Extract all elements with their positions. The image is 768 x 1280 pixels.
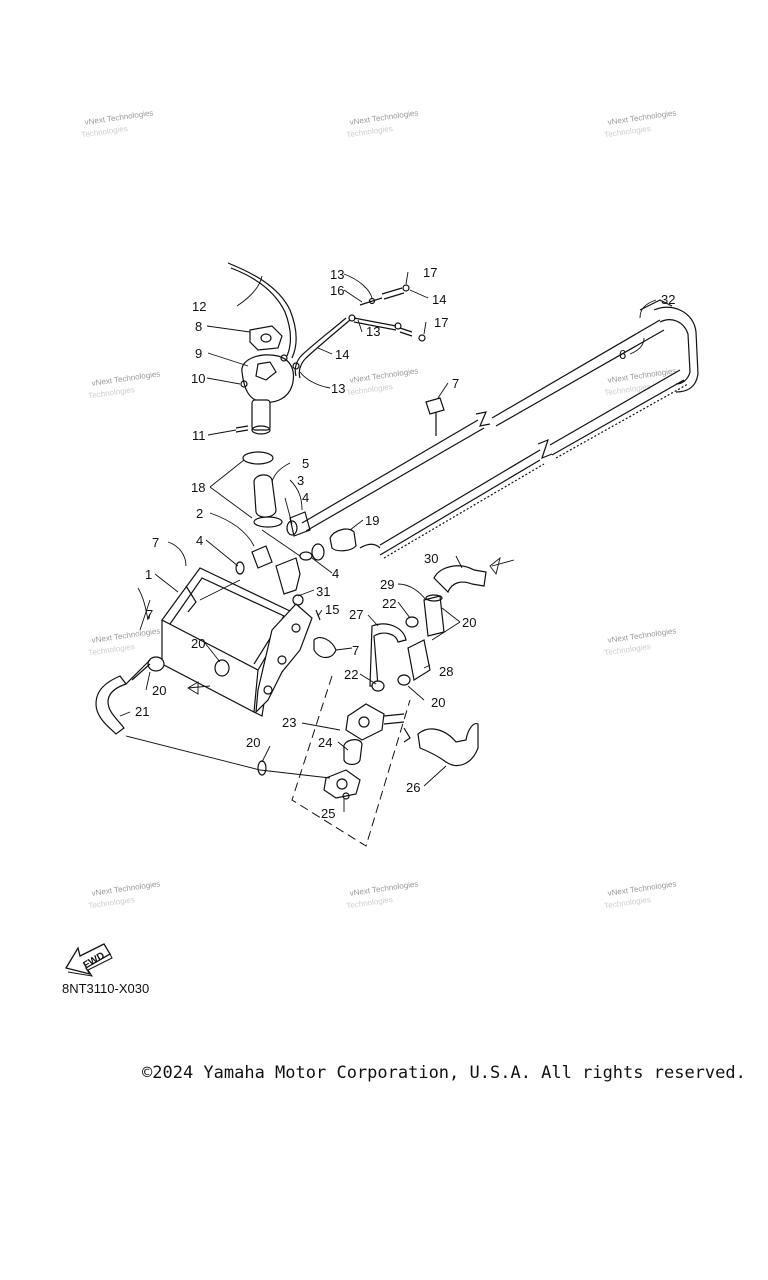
watermark-text: vNext Technologies [349,366,419,385]
thermostat-group-outline [291,675,411,847]
callout-3: 3 [297,473,304,488]
callout-9: 9 [195,346,202,361]
callout-25: 25 [321,806,335,821]
callout-17: 17 [423,265,437,280]
callout-6: 6 [619,347,626,362]
watermark-text: vNext Technologies [91,626,161,645]
clamp-20b [147,656,165,672]
callout-20d: 20 [431,695,445,710]
hose-26 [417,723,479,767]
callout-13: 13 [330,267,344,282]
hose-19 [329,528,357,552]
callout-13b: 13 [366,324,380,339]
fwd-arrow-icon: FWD [64,943,113,977]
callout-18: 18 [191,480,205,495]
clamp-17 [402,284,410,292]
callout-4b: 4 [196,533,203,548]
clamp-20c [257,760,267,776]
watermark-text: vNext Technologies [607,879,677,898]
callout-22b: 22 [344,667,358,682]
callout-11: 11 [192,428,206,443]
callout-12: 12 [192,299,206,314]
catalog-code: 8NT3110-X030 [62,981,150,996]
watermark-text: vNext Technologies [349,879,419,898]
leader-lines [119,271,657,812]
clamp-20 [214,659,230,677]
hose-28 [407,639,431,681]
callout-7d: 7 [352,643,359,658]
joint-2 [251,545,273,569]
callout-20: 20 [462,615,476,630]
callout-10: 10 [191,371,205,386]
watermark-text: vNext Technologies [84,108,154,127]
callout-21: 21 [135,704,149,719]
callout-4c: 4 [332,566,339,581]
callout-20e: 20 [246,735,260,750]
watermark-text: vNext Technologies [607,366,677,385]
callout-2: 2 [196,506,203,521]
callout-19: 19 [365,513,379,528]
callout-17b: 17 [434,315,448,330]
bolt-10 [240,380,248,388]
watermark-group: vNext Technologies Technologies vNext Te… [81,108,677,910]
callout-7b: 7 [152,535,159,550]
thermostat-24 [343,739,363,766]
hose-14 [381,287,405,300]
callout-4: 4 [302,490,309,505]
hose-12 [227,262,297,359]
callout-16: 16 [330,283,344,298]
bracket-7 [425,397,445,415]
bolt-11 [235,425,249,433]
clamp-4 [286,520,298,536]
clamp-22 [405,616,419,628]
callout-15: 15 [325,602,339,617]
callout-13c: 13 [331,381,345,396]
thermostat-cover-25 [323,769,361,799]
callout-23: 23 [282,715,296,730]
callout-28: 28 [439,664,453,679]
hose-30 [433,565,487,594]
callout-20b: 20 [191,636,205,651]
callout-24: 24 [318,735,332,750]
pipe-3 [289,511,311,537]
callout-26: 26 [406,780,420,795]
hose-21 [95,675,127,735]
parts-drawing [95,262,699,847]
thermostat-housing-23 [345,703,385,741]
callout-31: 31 [316,584,330,599]
callout-5: 5 [302,456,309,471]
callout-14b: 14 [335,347,349,362]
callout-27: 27 [349,607,363,622]
bolt-15 [315,609,321,621]
callout-29: 29 [380,577,394,592]
gasket-8 [249,325,283,351]
bracket-7b [313,637,337,659]
callout-8: 8 [195,319,202,334]
watermark-text: vNext Technologies [607,108,677,127]
t-joint-31 [275,557,301,595]
cooling-tube-assembly [301,299,699,559]
callout-22: 22 [382,596,396,611]
hose-5 [253,474,277,518]
callout-30: 30 [424,551,438,566]
watermark-text: vNext Technologies [607,626,677,645]
watermark-text: vNext Technologies [91,879,161,898]
callout-7c: 7 [146,607,153,622]
callout-1: 1 [145,567,152,582]
copyright-notice: ©2024 Yamaha Motor Corporation, U.S.A. A… [142,1063,746,1083]
callouts: 12 8 9 10 11 13 16 17 14 13 17 14 13 32 … [135,265,675,821]
joint-29 [423,595,445,637]
callout-14: 14 [432,292,446,307]
callout-7: 7 [452,376,459,391]
watermark-text: vNext Technologies [349,108,419,127]
clamp-18 [242,451,274,465]
callout-20c: 20 [152,683,166,698]
callout-32: 32 [661,292,675,307]
hose-27 [369,623,407,687]
joint-16 [359,297,383,306]
watermark-text: vNext Technologies [91,369,161,388]
